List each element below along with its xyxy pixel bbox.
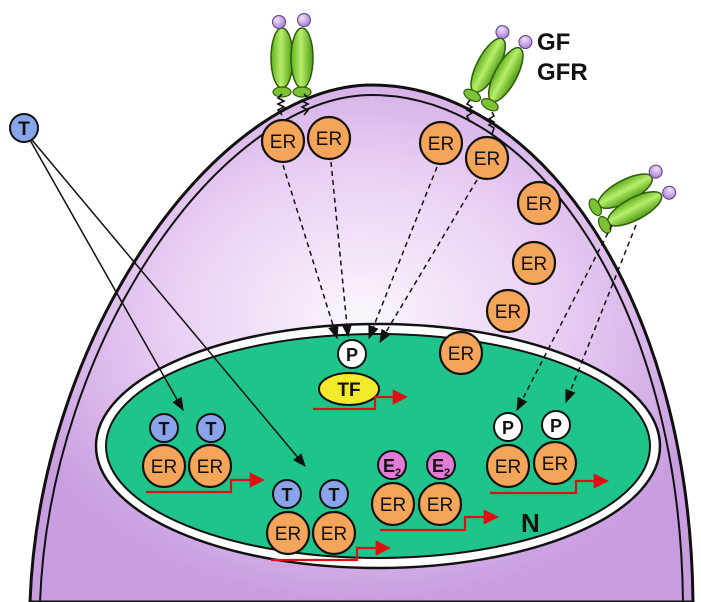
tamoxifen-er-dimer-left: T T ER ER <box>141 413 233 489</box>
er-e2-2: ER <box>417 481 463 527</box>
transcription-arrow-left <box>146 472 266 494</box>
p-2: P <box>541 410 571 440</box>
t-left-2: T <box>196 413 226 443</box>
svg-text:P: P <box>550 416 562 436</box>
tf-phosphate: P <box>337 339 367 369</box>
e2-1: E2 <box>377 450 407 480</box>
label-nucleus: N <box>521 508 540 538</box>
svg-text:T: T <box>206 419 217 439</box>
arrow-t-to-nucleus-left <box>29 139 184 412</box>
er-left-1: ER <box>141 443 187 489</box>
transcription-arrow-center <box>271 540 392 562</box>
t-center-2: T <box>319 479 349 509</box>
svg-text:ER: ER <box>428 134 454 155</box>
t-center-1: T <box>272 479 302 509</box>
er-center-1: ER <box>265 510 311 556</box>
t-left-1: T <box>149 413 179 443</box>
svg-text:ER: ER <box>275 524 301 545</box>
arrow-er3-to-tf <box>368 166 438 340</box>
label-gfr: GFR <box>537 59 588 86</box>
transcription-arrow-p <box>490 473 610 495</box>
er-cyto-3: ER <box>485 288 531 334</box>
svg-text:TF: TF <box>337 380 360 401</box>
estradiol-er-dimer: E2 E2 ER ER <box>370 450 463 527</box>
svg-text:ER: ER <box>448 344 474 365</box>
svg-text:T: T <box>159 419 170 439</box>
arrow-t-to-nucleus-center <box>31 139 306 468</box>
er-membrane-1: ER <box>260 118 306 164</box>
svg-text:ER: ER <box>526 194 552 215</box>
er-e2-1: ER <box>370 481 416 527</box>
er-membrane-4: ER <box>464 135 510 181</box>
gfr-left <box>270 12 314 98</box>
er-cyto-1: ER <box>516 180 562 226</box>
p-1: P <box>493 412 523 442</box>
er-left-2: ER <box>187 443 233 489</box>
svg-text:ER: ER <box>270 132 296 153</box>
svg-text:ER: ER <box>474 149 500 170</box>
arrow-gfr-to-p1 <box>516 224 613 412</box>
svg-text:ER: ER <box>542 454 568 475</box>
svg-text:T: T <box>329 485 340 505</box>
linker-left-2 <box>300 93 310 116</box>
svg-text:ER: ER <box>521 254 547 275</box>
phospho-er-dimer: P P ER ER <box>485 410 578 489</box>
linker-mid-2 <box>487 111 496 135</box>
svg-text:P: P <box>346 345 358 365</box>
gfr-right <box>584 159 680 238</box>
svg-text:ER: ER <box>380 495 406 516</box>
cell-membrane-inner <box>39 93 684 602</box>
svg-text:ER: ER <box>151 457 177 478</box>
gfr-middle <box>459 20 538 116</box>
tamoxifen-free: T <box>9 113 39 143</box>
transcription-arrow-e2 <box>380 509 500 532</box>
svg-text:ER: ER <box>495 302 521 323</box>
er-cyto-2: ER <box>511 240 557 286</box>
tamoxifen-er-dimer-center: T T ER ER <box>265 479 357 556</box>
arrow-er1-to-tf <box>282 164 339 340</box>
arrow-er4-to-tf <box>379 179 478 344</box>
svg-text:ER: ER <box>321 524 347 545</box>
svg-text:T: T <box>282 485 293 505</box>
er-p-2: ER <box>532 440 578 486</box>
er-p-1: ER <box>485 443 531 489</box>
arrow-gfr-to-p2 <box>565 224 637 404</box>
transcription-arrow-tf <box>313 389 409 411</box>
linker-left-1 <box>276 93 286 116</box>
er-membrane-2: ER <box>306 115 352 161</box>
svg-text:E2: E2 <box>432 456 450 479</box>
svg-text:P: P <box>502 418 514 438</box>
label-gf: GF <box>537 29 570 56</box>
svg-text:ER: ER <box>197 457 223 478</box>
er-membrane-3: ER <box>418 120 464 166</box>
svg-text:E2: E2 <box>383 456 401 479</box>
svg-text:ER: ER <box>316 129 342 150</box>
e2-2: E2 <box>426 450 456 480</box>
svg-text:ER: ER <box>427 495 453 516</box>
transcription-factor: TF <box>318 372 380 406</box>
linker-mid-1 <box>465 99 474 123</box>
er-cyto-4: ER <box>438 330 484 376</box>
er-center-2: ER <box>311 510 357 556</box>
svg-text:ER: ER <box>495 457 521 478</box>
svg-text:T: T <box>18 119 30 140</box>
arrow-er2-to-tf <box>330 161 353 338</box>
